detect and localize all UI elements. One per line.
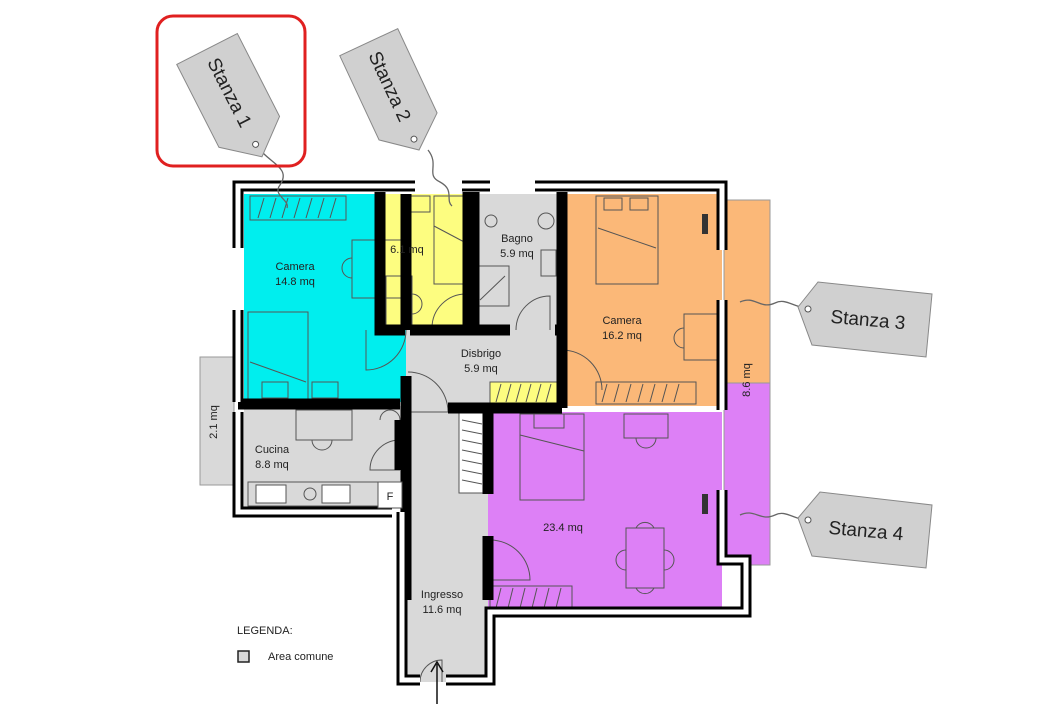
bagno-name: Bagno — [501, 233, 533, 245]
balcony-left[interactable] — [199, 356, 235, 486]
wardrobe-ingresso — [458, 412, 486, 494]
legend-swatch-area-comune — [237, 650, 250, 663]
disbrigo-name: Disbrigo — [461, 348, 501, 360]
room-bagno[interactable] — [474, 194, 562, 331]
camera3-area: 16.2 mq — [602, 330, 642, 342]
fridge — [377, 481, 403, 509]
camera3-name: Camera — [602, 315, 642, 327]
walls — [232, 180, 752, 686]
bagno-area: 5.9 mq — [500, 248, 534, 260]
room-stanza2[interactable] — [384, 194, 468, 329]
wardrobe-stanza3 — [595, 381, 697, 405]
entrance-arrow-icon — [430, 660, 444, 704]
balcony-left-area: 2.1 mq — [208, 405, 220, 439]
tag-stanza-4[interactable]: Stanza 4 — [739, 491, 933, 569]
tag-stanza-2[interactable]: Stanza 2 — [339, 27, 453, 207]
wardrobe-stanza1 — [249, 195, 347, 221]
ingresso-area: 11.6 mq — [423, 604, 462, 616]
radiator-icons — [702, 214, 708, 514]
room-stanza4[interactable] — [488, 412, 722, 612]
tag-stanza-3[interactable]: Stanza 3 — [739, 281, 933, 358]
wardrobe-disbrigo — [489, 381, 559, 405]
cucina-area: 8.8 mq — [255, 459, 289, 471]
stanza4-area: 23.4 mq — [543, 522, 583, 534]
disbrigo-area: 5.9 mq — [464, 363, 498, 375]
highlight-box-stanza-1 — [155, 14, 307, 168]
cucina-name: Cucina — [255, 444, 290, 456]
camera1-area: 14.8 mq — [275, 276, 315, 288]
balcony-stanza3[interactable] — [723, 199, 771, 384]
balcony-stanza4[interactable] — [723, 382, 771, 566]
stanza2-area: 6.1 mq — [390, 244, 424, 256]
camera1-name: Camera — [275, 261, 315, 273]
legend-title: LEGENDA: — [237, 625, 293, 637]
tag-stanza-1[interactable]: Stanza 1 — [176, 32, 293, 209]
fridge-label: F — [387, 491, 394, 503]
ingresso-name: Ingresso — [421, 589, 463, 601]
legend-item-area-comune: Area comune — [268, 651, 333, 663]
balcony-right-area: 8.6 mq — [741, 363, 753, 397]
room-camera-stanza3[interactable] — [562, 194, 722, 406]
